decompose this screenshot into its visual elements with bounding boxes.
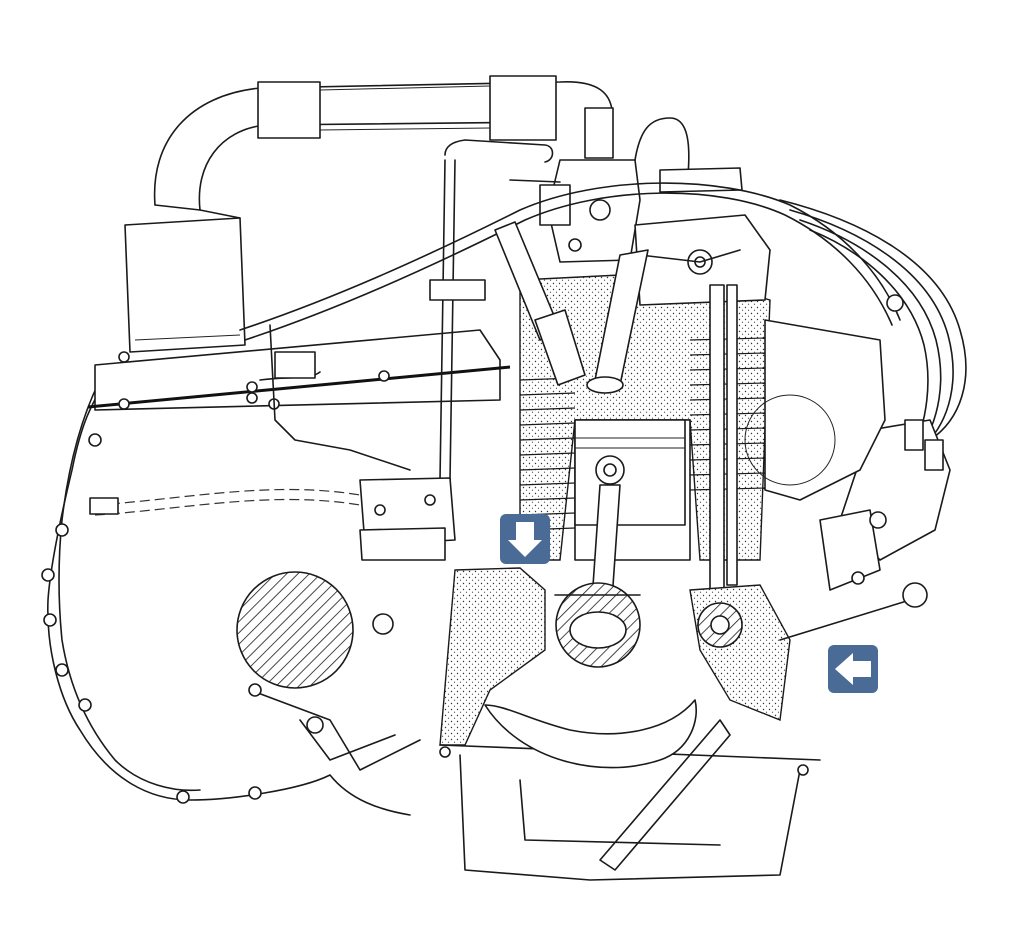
callout-down[interactable] [500,514,550,564]
oil-dipstick [599,582,928,871]
crankcase [439,567,821,881]
arrow-left-icon [835,653,871,685]
generator-pulley [236,571,421,771]
arrow-down-icon [508,522,542,557]
fuel-pump [359,477,456,561]
connecting-rod [554,484,641,668]
cylinder-side-cover [744,319,886,501]
bell-housing-bolts [41,433,262,804]
piston [574,419,686,526]
fuel-lines [89,139,901,516]
callout-left[interactable] [828,645,878,693]
air-filter-box [124,204,246,353]
rocker-box [634,214,771,306]
spark-plug [494,221,586,386]
air-intake-duct [153,75,613,211]
ht-leads [779,199,967,461]
bell-housing [41,369,411,816]
valve-and-pushrod [586,249,738,616]
engine-top-cover [87,324,511,471]
camshaft-gear [697,602,743,648]
crank-counterweight [484,699,697,769]
